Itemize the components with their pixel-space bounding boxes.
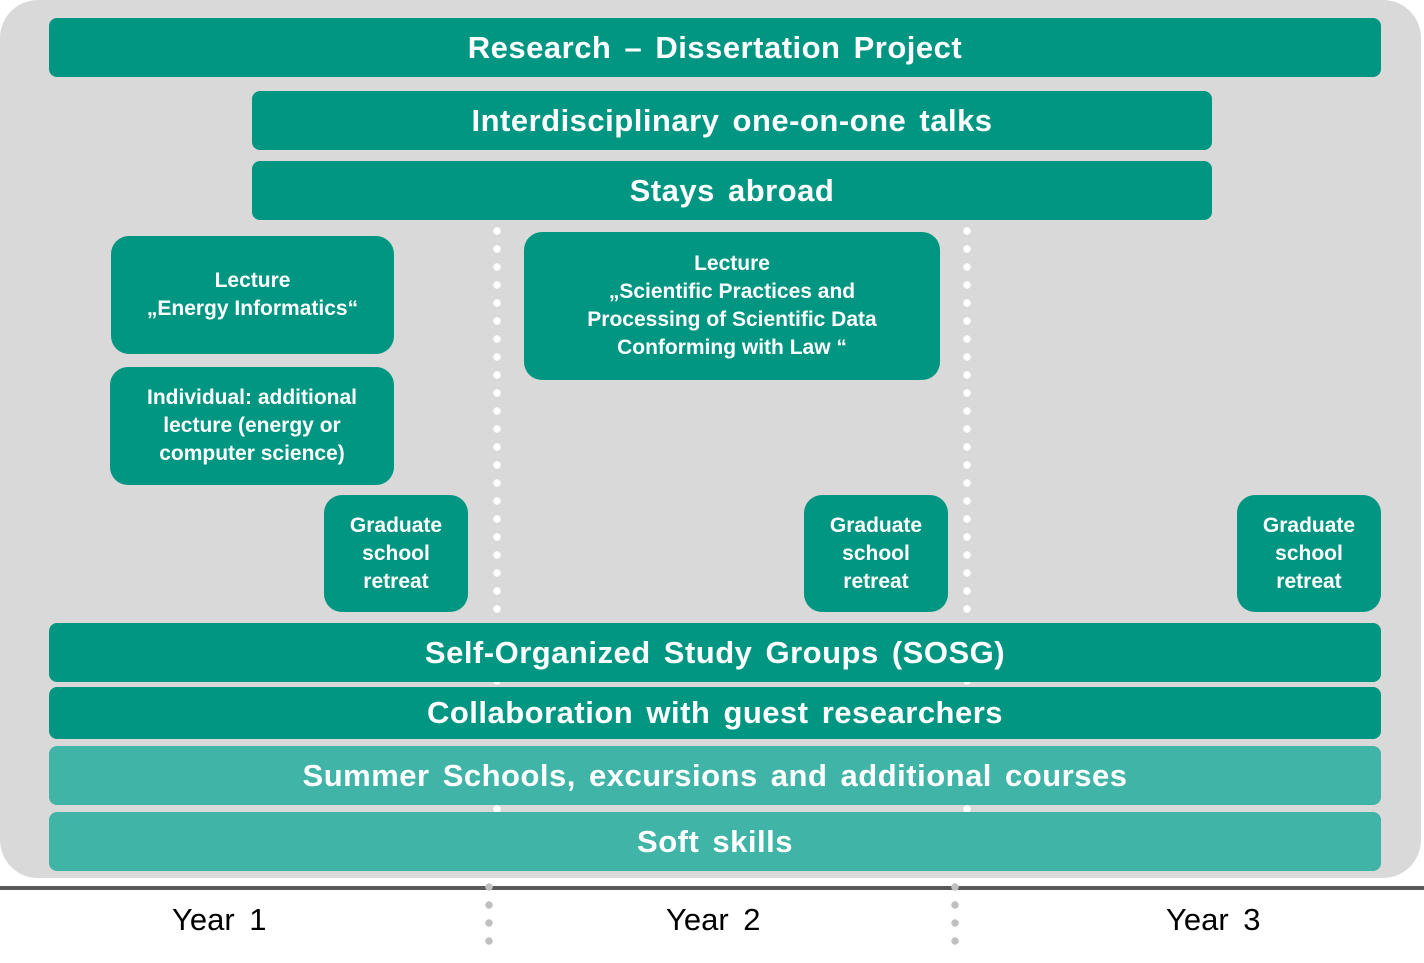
year-divider-2-lower — [963, 800, 971, 820]
year-divider-2 — [963, 222, 971, 744]
year-divider-1 — [493, 222, 501, 744]
lecture-energy-informatics-box: Lecture „Energy Informatics“ — [111, 236, 394, 354]
graduate-retreat-year3-box: Graduate school retreat — [1237, 495, 1381, 612]
stays-abroad-bar: Stays abroad — [252, 161, 1212, 220]
graduate-retreat-year2-box: Graduate school retreat — [804, 495, 948, 612]
year-2-label: Year 2 — [666, 902, 761, 937]
guest-researchers-bar: Collaboration with guest researchers — [49, 687, 1381, 739]
summer-schools-bar: Summer Schools, excursions and additiona… — [49, 746, 1381, 805]
lecture-scientific-practices-box: Lecture „Scientific Practices and Proces… — [524, 232, 940, 380]
timeline-divider-2 — [951, 878, 959, 948]
research-dissertation-bar: Research – Dissertation Project — [49, 18, 1381, 77]
year-3-label: Year 3 — [1166, 902, 1261, 937]
timeline-divider-1 — [485, 878, 493, 948]
one-on-one-talks-bar: Interdisciplinary one-on-one talks — [252, 91, 1212, 150]
individual-lecture-box: Individual: additional lecture (energy o… — [110, 367, 394, 485]
soft-skills-bar: Soft skills — [49, 812, 1381, 871]
graduate-retreat-year1-box: Graduate school retreat — [324, 495, 468, 612]
year-1-label: Year 1 — [172, 902, 267, 937]
year-divider-1-lower — [493, 800, 501, 820]
timeline-axis — [0, 886, 1424, 890]
sosg-bar: Self-Organized Study Groups (SOSG) — [49, 623, 1381, 682]
